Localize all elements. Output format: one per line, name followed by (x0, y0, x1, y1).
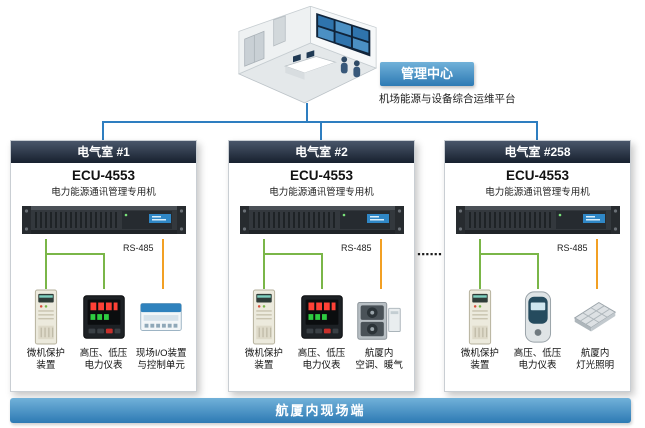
protection-device-icon (34, 289, 57, 345)
endpoint-row: 微机保护 装置 高压、低压 电力仪表 (11, 289, 196, 373)
rs485-label: RS-485 (557, 243, 588, 253)
room-panel-3: 电气室 #258 ECU-4553 电力能源通讯管理专用机 (444, 140, 631, 392)
control-room-graphic (237, 5, 378, 104)
endpoint-row: 微机保护 装置 高压、低压 电力仪表 (229, 289, 414, 373)
endpoint-protection: 微机保护 装置 (17, 289, 75, 373)
device-subtitle: 电力能源通讯管理专用机 (269, 187, 374, 198)
endpoint-power-meter: 高压、低压 电力仪表 (75, 289, 133, 373)
rack-device-icon (455, 206, 620, 234)
endpoint-lighting: 航厦内 灯光照明 (566, 289, 624, 373)
led-light-icon (573, 301, 617, 332)
endpoint-protection: 微机保护 装置 (451, 289, 509, 373)
room-panel-2: 电气室 #2 ECU-4553 电力能源通讯管理专用机 (228, 140, 415, 392)
power-meter-icon (300, 295, 343, 339)
rs485-label: RS-485 (341, 243, 372, 253)
io-module-icon (140, 303, 182, 331)
room-panel-1: 电气室 #1 ECU-4553 电力能源通讯管理专用机 (10, 140, 197, 392)
device-subtitle: 电力能源通讯管理专用机 (51, 187, 156, 198)
endpoint-label: 航厦内 空调、暖气 (355, 348, 403, 372)
room-title: 电气室 #2 (229, 141, 414, 163)
endpoint-label: 微机保护 装置 (244, 348, 283, 372)
device-model: ECU-4553 (289, 168, 354, 183)
endpoint-label: 航厦内 灯光照明 (576, 348, 615, 372)
management-center-subtitle: 机场能源与设备综合运维平台 (379, 93, 516, 105)
management-center-label: 管理中心 (380, 62, 474, 86)
ecu-rack-image (20, 203, 188, 239)
wiring-lines (479, 239, 598, 289)
endpoint-label: 高压、低压 电力仪表 (297, 348, 346, 372)
room-title: 电气室 #1 (11, 141, 196, 163)
rs485-label: RS-485 (123, 243, 154, 253)
wiring-lines (263, 239, 382, 289)
hvac-unit-icon (357, 302, 401, 340)
smart-meter-icon (524, 291, 551, 343)
drop-line-panel-2 (320, 121, 322, 141)
endpoint-hvac: 航厦内 空调、暖气 (350, 289, 408, 373)
device-model: ECU-4553 (505, 168, 570, 183)
device-model: ECU-4553 (71, 168, 136, 183)
protection-device-icon (468, 289, 491, 345)
endpoint-label: 现场I/O装置 与控制单元 (135, 348, 187, 372)
endpoint-power-meter: 高压、低压 电力仪表 (509, 289, 567, 373)
ellipsis-dots: ▪▪▪▪▪▪ (417, 249, 443, 259)
protection-device-icon (252, 289, 275, 345)
endpoint-io-unit: 现场I/O装置 与控制单元 (132, 289, 190, 373)
endpoint-power-meter: 高压、低压 电力仪表 (293, 289, 351, 373)
endpoint-label: 高压、低压 电力仪表 (513, 348, 562, 372)
endpoint-label: 高压、低压 电力仪表 (79, 348, 128, 372)
wiring-zone: RS-485 (229, 239, 414, 289)
power-meter-icon (82, 295, 125, 339)
endpoint-protection: 微机保护 装置 (235, 289, 293, 373)
drop-line-panel-1 (102, 121, 104, 141)
control-room-illustration (235, 5, 380, 107)
drop-line-room (306, 103, 308, 122)
drop-line-panel-3 (536, 121, 538, 141)
rack-device-icon (21, 206, 186, 234)
site-footer-banner: 航厦内现场端 (10, 398, 631, 423)
ecu-rack-image (454, 203, 622, 239)
room-title: 电气室 #258 (445, 141, 630, 163)
endpoint-row: 微机保护 装置 高压、低压 电力仪表 (445, 289, 630, 373)
endpoint-label: 微机保护 装置 (26, 348, 65, 372)
wiring-zone: RS-485 (445, 239, 630, 289)
rack-device-icon (239, 206, 404, 234)
wiring-lines (45, 239, 164, 289)
endpoint-label: 微机保护 装置 (460, 348, 499, 372)
device-subtitle: 电力能源通讯管理专用机 (485, 187, 590, 198)
ecu-rack-image (238, 203, 406, 239)
wiring-zone: RS-485 (11, 239, 196, 289)
